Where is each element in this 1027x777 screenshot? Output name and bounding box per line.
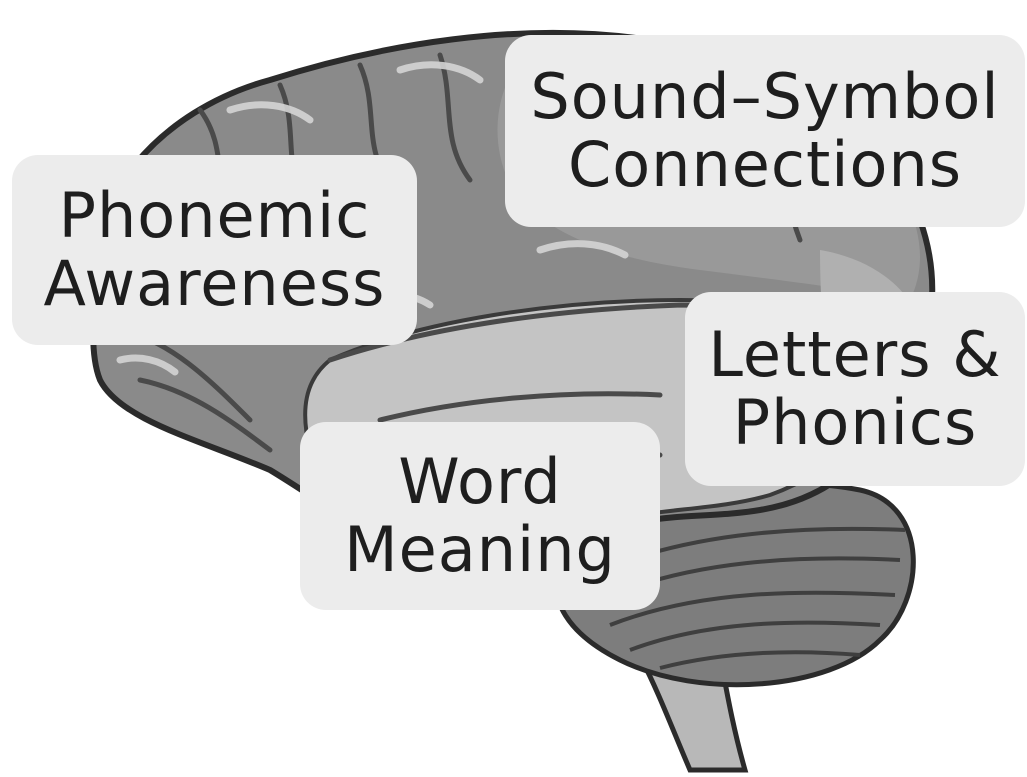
label-letters-line2: Phonics xyxy=(733,389,978,457)
label-word-meaning: Word Meaning xyxy=(300,422,660,610)
label-phonemic-awareness: Phonemic Awareness xyxy=(12,155,417,345)
label-word-line2: Meaning xyxy=(344,516,616,584)
label-sound-line1: Sound–Symbol xyxy=(530,63,999,131)
label-letters-phonics: Letters & Phonics xyxy=(685,292,1025,486)
label-phonemic-line1: Phonemic xyxy=(59,182,371,250)
label-word-line1: Word xyxy=(398,448,561,516)
label-letters-line1: Letters & xyxy=(708,321,1001,389)
label-sound-symbol-connections: Sound–Symbol Connections xyxy=(505,35,1025,227)
label-sound-line2: Connections xyxy=(568,131,962,199)
label-phonemic-line2: Awareness xyxy=(44,250,386,318)
